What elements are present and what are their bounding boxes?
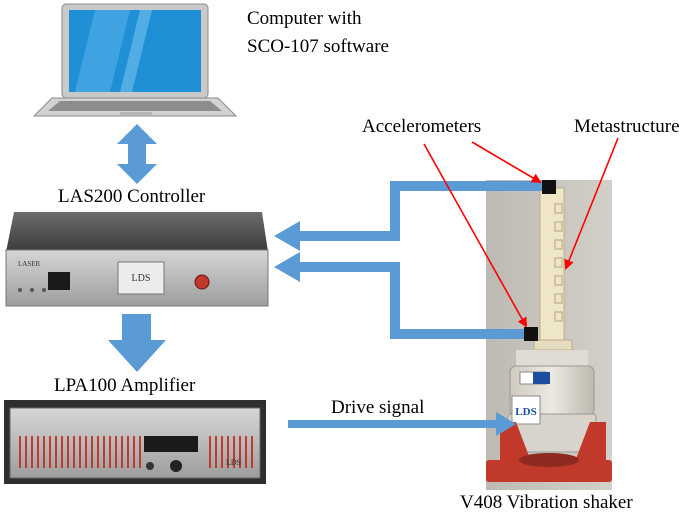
- computer-label-line1: Computer with: [247, 8, 362, 29]
- metastructure-label: Metastructure: [574, 116, 680, 137]
- accelerometer-bottom: [524, 327, 538, 341]
- controller-image: LDS LASER: [5, 212, 269, 307]
- pointer-accelerometer-top: [471, 141, 542, 184]
- shaker-label: V408 Vibration shaker: [460, 492, 633, 513]
- controller-label: LAS200 Controller: [58, 186, 206, 207]
- accelerometers-label: Accelerometers: [362, 116, 482, 137]
- accelerometer-feedback-arrows: [274, 181, 544, 339]
- drive-signal-arrow: [288, 412, 516, 436]
- pointer-metastructure: [564, 137, 619, 270]
- laptop-image: [32, 3, 238, 117]
- amplifier-label: LPA100 Amplifier: [54, 375, 196, 396]
- metastructure-beam: [539, 187, 565, 345]
- pointer-arrows: [423, 137, 619, 328]
- shaker-base: [500, 422, 532, 464]
- drive-signal-label: Drive signal: [331, 397, 425, 418]
- pointer-accelerometer-bottom: [423, 143, 527, 328]
- computer-label-line2: SCO-107 software: [247, 36, 389, 57]
- link-arrow-controller-amplifier: [108, 314, 166, 372]
- shaker-logo: LDS: [515, 406, 536, 418]
- accelerometer-top: [542, 180, 556, 194]
- amplifier-logo: LDS: [226, 458, 241, 467]
- link-arrow-computer-controller: [117, 124, 157, 184]
- controller-brand: LASER: [18, 260, 41, 268]
- controller-logo: LDS: [132, 273, 151, 284]
- amplifier-image: LDS: [4, 400, 266, 484]
